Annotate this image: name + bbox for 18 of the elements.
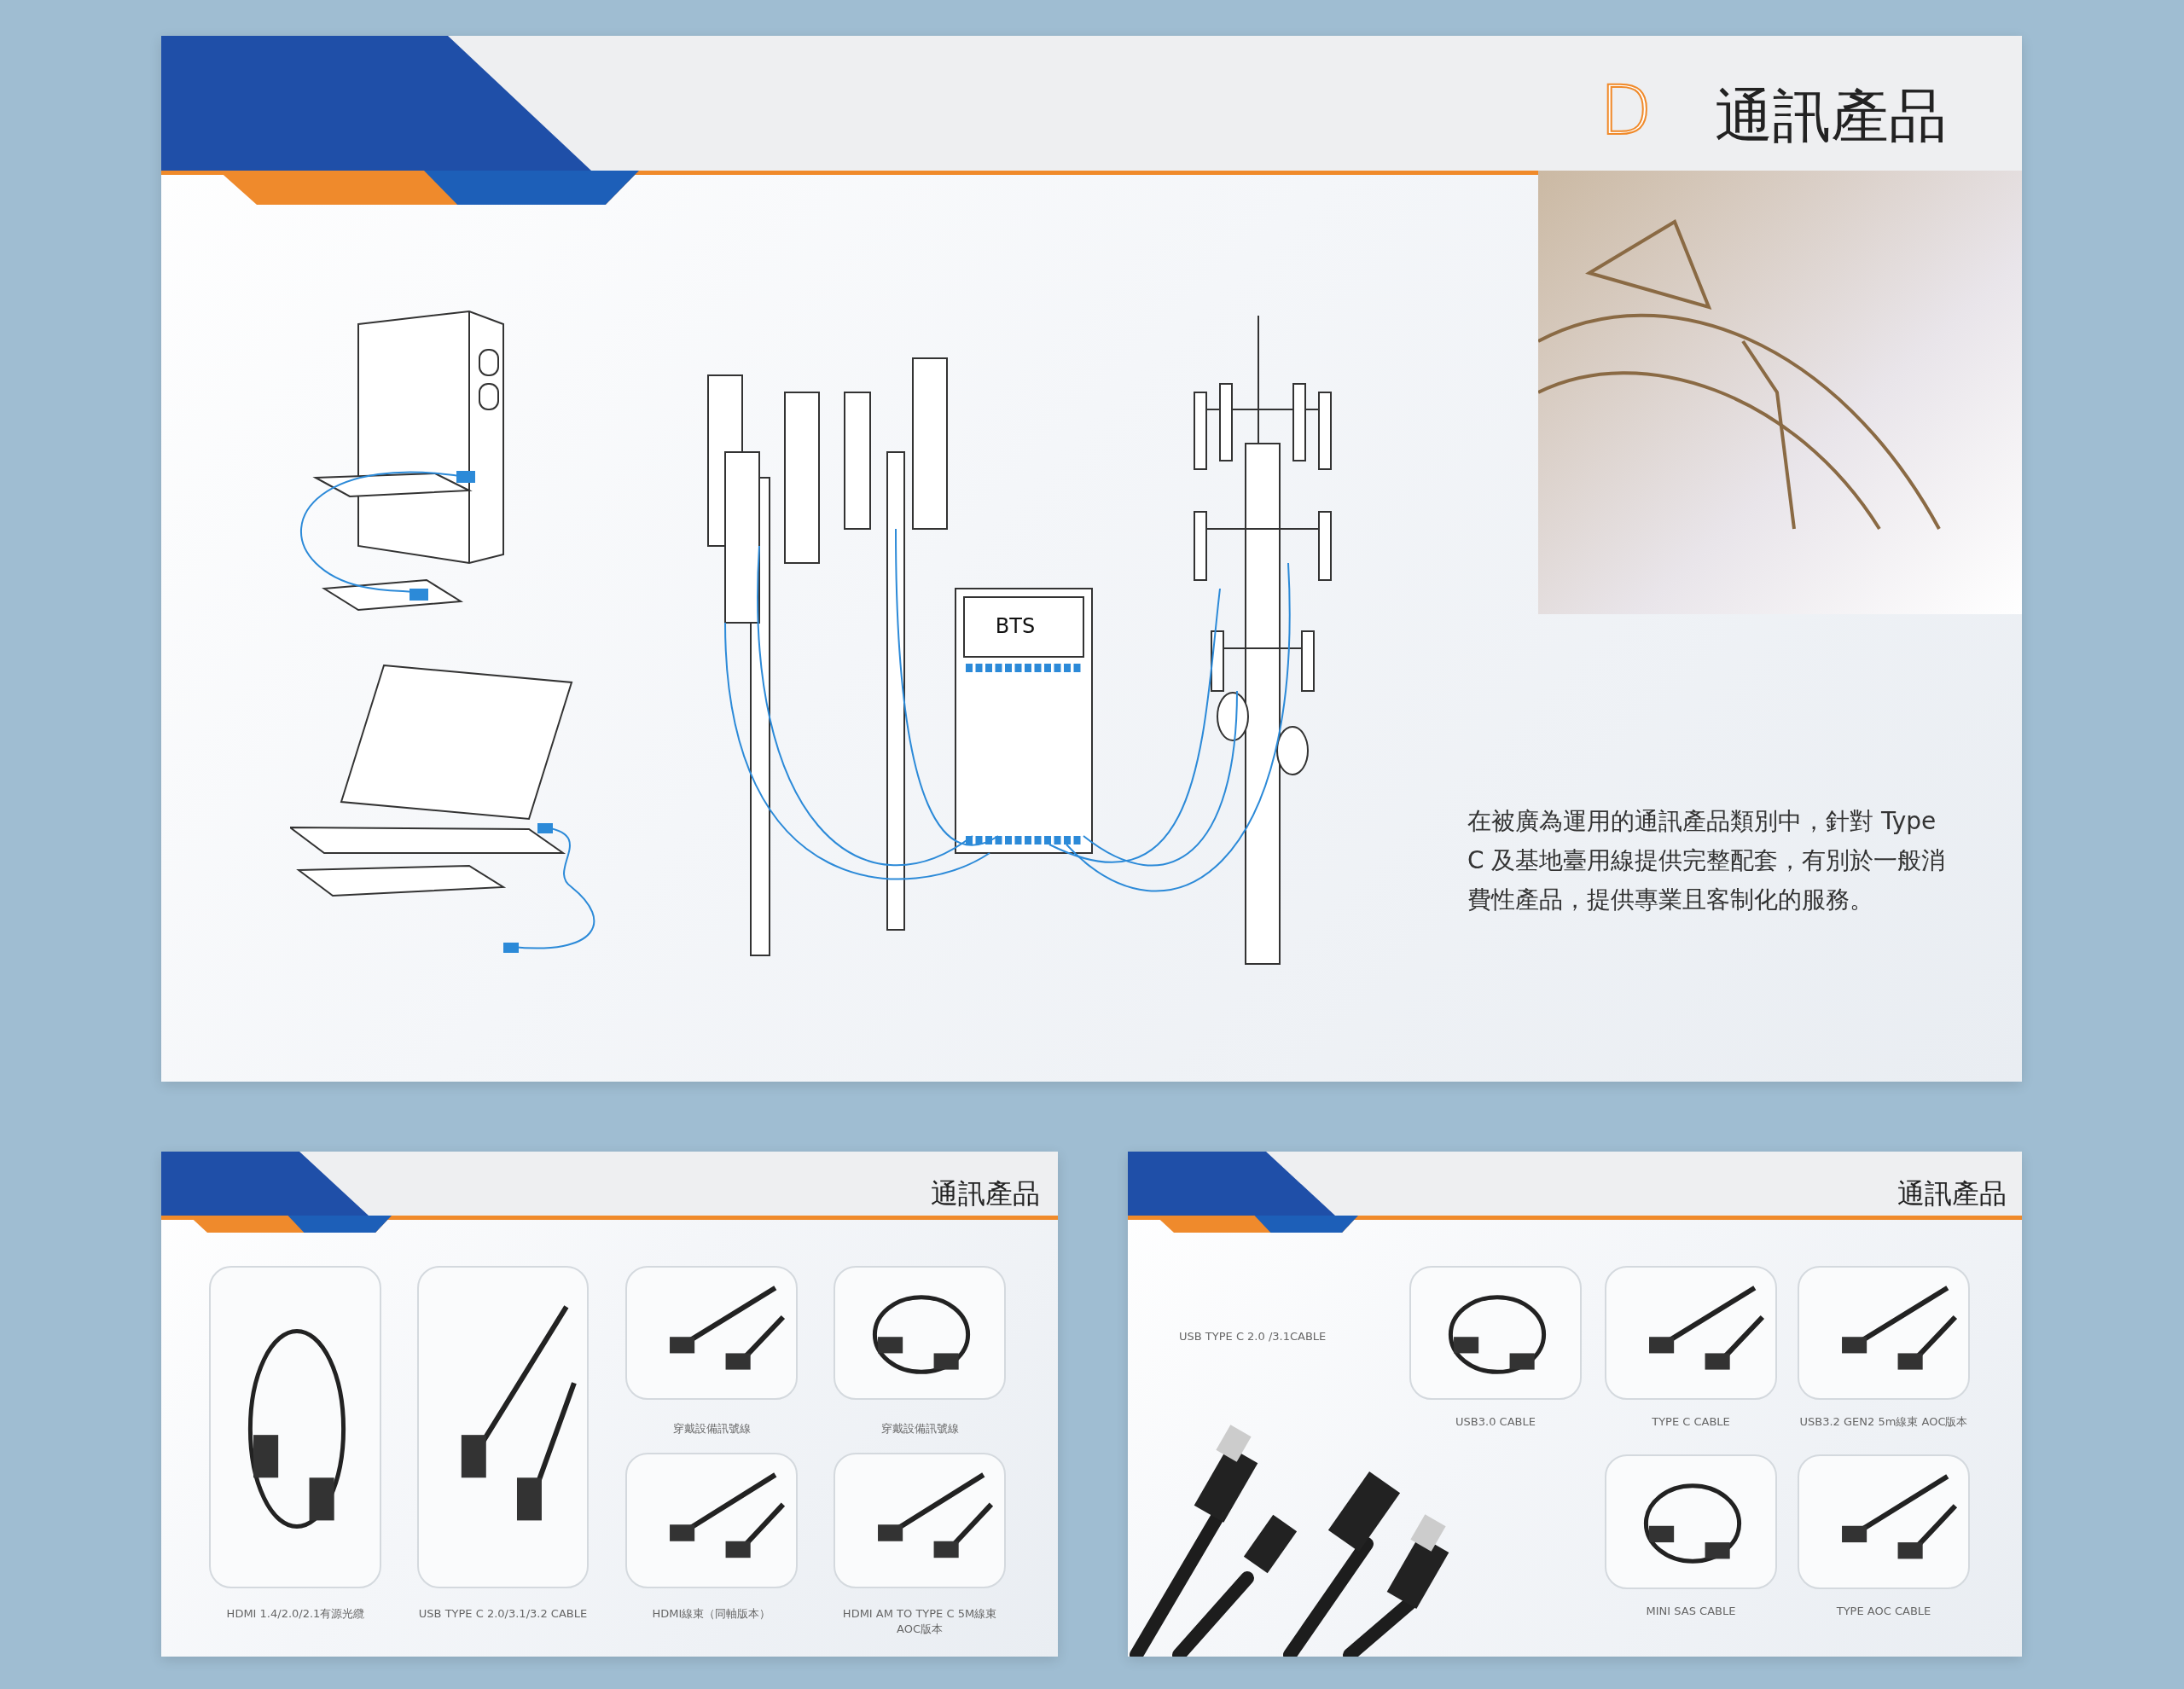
product-caption: USB TYPE C 2.0/3.1/3.2 CABLE [417, 1606, 589, 1622]
product-caption: USB3.2 GEN2 5m線束 AOC版本 [1798, 1414, 1969, 1430]
product-caption: HDMI 1.4/2.0/2.1有源光纜 [225, 1606, 366, 1622]
product-caption: USB TYPE C 2.0 /3.1CABLE [1179, 1329, 1327, 1344]
product-caption: USB3.0 CABLE [1455, 1414, 1536, 1430]
product-caption: MINI SAS CABLE [1645, 1604, 1737, 1619]
product-caption: TYPE AOC CABLE [1835, 1604, 1932, 1619]
product-caption: TYPE C CABLE [1651, 1414, 1731, 1430]
product-caption: HDMI AM TO TYPE C 5M線束 AOC版本 [841, 1606, 998, 1637]
product-caption: 穿戴設備訊號線 [671, 1421, 752, 1437]
cabinet-label: BTS [994, 613, 1037, 640]
product-caption: HDMI線束（同軸版本） [651, 1606, 772, 1622]
product-caption: 穿戴設備訊號線 [880, 1421, 960, 1437]
panel-heading: 通訊產品 [1896, 1176, 2007, 1211]
section-letter: D [1600, 77, 1653, 145]
panel-heading: 通訊產品 [930, 1176, 1040, 1211]
description-text: 在被廣為運用的通訊產品類別中，針對 Type C 及基地臺用線提供完整配套，有別於一般消費性產品，提供專業且客制化的服務。 [1467, 806, 1947, 916]
slide-title: 通訊產品 [1715, 81, 1948, 151]
